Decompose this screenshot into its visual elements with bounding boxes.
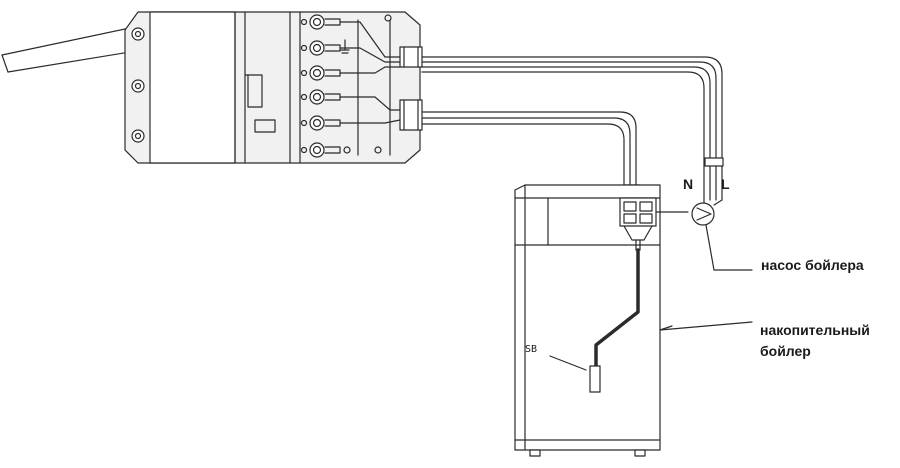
internal-wiring <box>339 21 401 124</box>
sensor-probe <box>549 248 640 393</box>
line-label: L <box>721 176 730 192</box>
pump-icon <box>691 202 715 226</box>
pump-label: насос бойлера <box>761 257 864 273</box>
boiler-label-line2: бойлер <box>760 343 811 359</box>
cable-clamp-bottom <box>399 99 423 131</box>
screw-middle <box>131 79 145 93</box>
screw-bottom <box>131 129 145 143</box>
boiler-leader-line <box>659 321 753 331</box>
terminal-1 <box>300 14 341 30</box>
pump-cable <box>421 56 724 201</box>
storage-boiler <box>514 184 661 457</box>
terminal-3 <box>300 65 341 81</box>
sensor-label: SB <box>525 344 538 355</box>
ground-marks <box>340 14 392 154</box>
screw-top <box>131 27 145 41</box>
terminal-6 <box>300 142 341 158</box>
power-cable <box>1 27 131 73</box>
cable-clamp-top <box>399 46 423 68</box>
neutral-label: N <box>683 176 694 192</box>
boiler-label-line1: накопительный <box>760 322 870 338</box>
control-unit <box>124 11 421 164</box>
pump-leader-line <box>705 224 753 271</box>
terminal-4 <box>300 89 341 105</box>
